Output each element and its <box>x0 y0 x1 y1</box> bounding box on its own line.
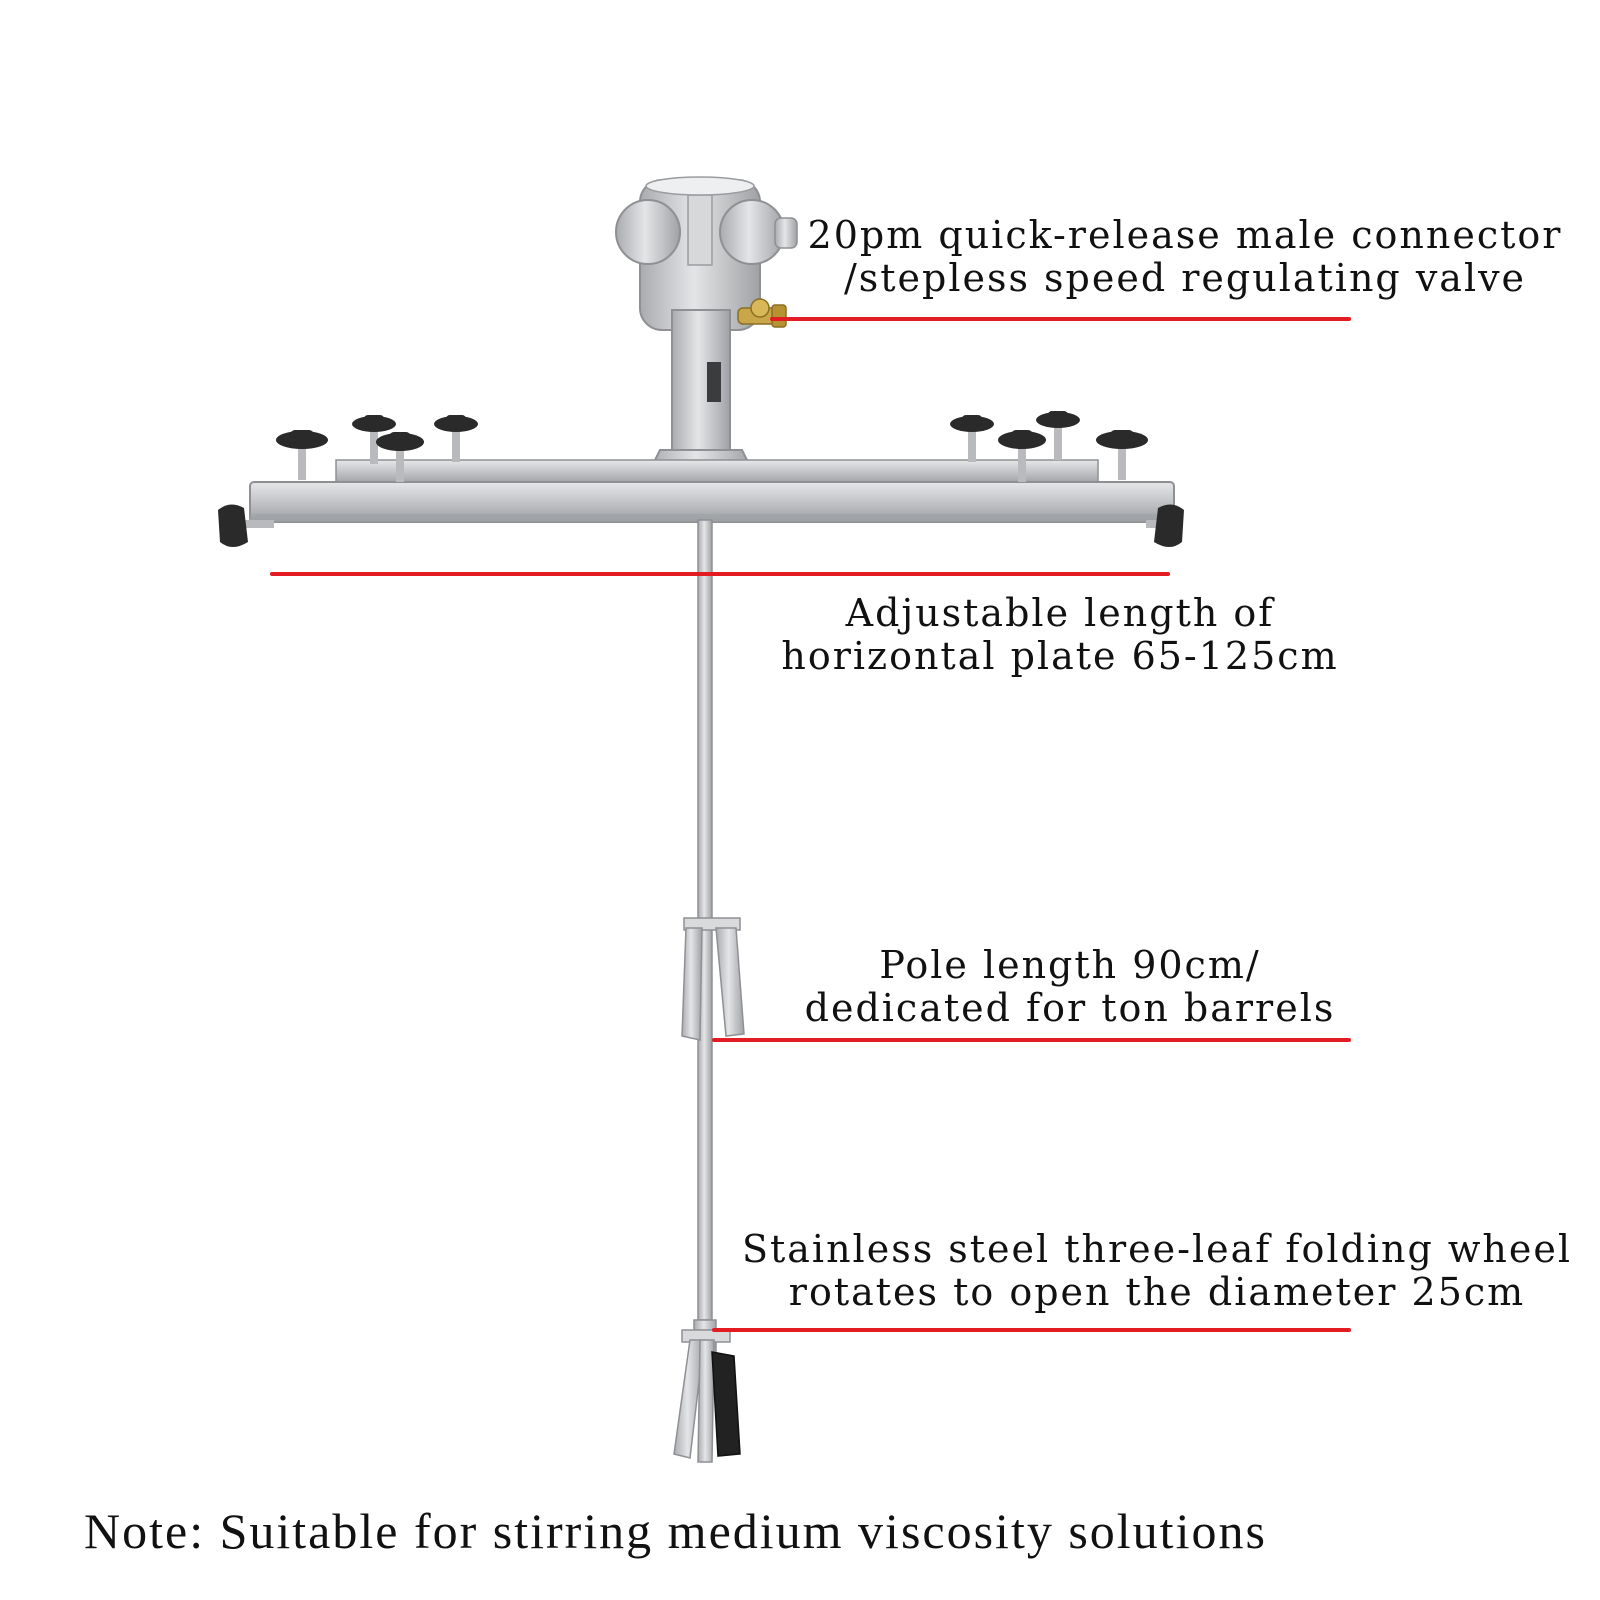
wheel-label-line2: rotates to open the diameter 25cm <box>788 1270 1526 1314</box>
pole-label-line1: Pole length 90cm/ <box>879 943 1261 987</box>
plate-label: Adjustable length of horizontal plate 65… <box>760 592 1360 678</box>
clamp-knob-icon <box>276 411 1148 482</box>
pole-label: Pole length 90cm/ dedicated for ton barr… <box>780 944 1360 1030</box>
motor-column <box>648 309 754 471</box>
horizontal-plate <box>249 459 1175 523</box>
side-knob-icon <box>218 504 1184 547</box>
connector-label-line1: 20pm quick-release male connector <box>807 213 1563 257</box>
wheel-callout-line <box>712 1328 1351 1332</box>
middle-folding-paddle <box>681 917 745 1041</box>
wheel-label: Stainless steel three-leaf folding wheel… <box>724 1228 1590 1314</box>
connector-label: 20pm quick-release male connector /stepl… <box>790 214 1580 300</box>
speed-valve-icon <box>737 298 787 328</box>
plate-label-line1: Adjustable length of <box>845 591 1275 635</box>
air-motor <box>615 176 798 331</box>
pole-label-line2: dedicated for ton barrels <box>804 986 1336 1030</box>
usage-note: Note: Suitable for stirring medium visco… <box>84 1503 1267 1559</box>
pole-callout-line <box>712 1038 1351 1042</box>
plate-label-line2: horizontal plate 65-125cm <box>781 634 1339 678</box>
wheel-label-line1: Stainless steel three-leaf folding wheel <box>741 1227 1573 1271</box>
connector-label-line2: /stepless speed regulating valve <box>843 256 1527 300</box>
three-leaf-folding-wheel <box>673 1329 741 1463</box>
connector-callout-line <box>770 317 1351 321</box>
plate-callout-line <box>270 572 1170 576</box>
